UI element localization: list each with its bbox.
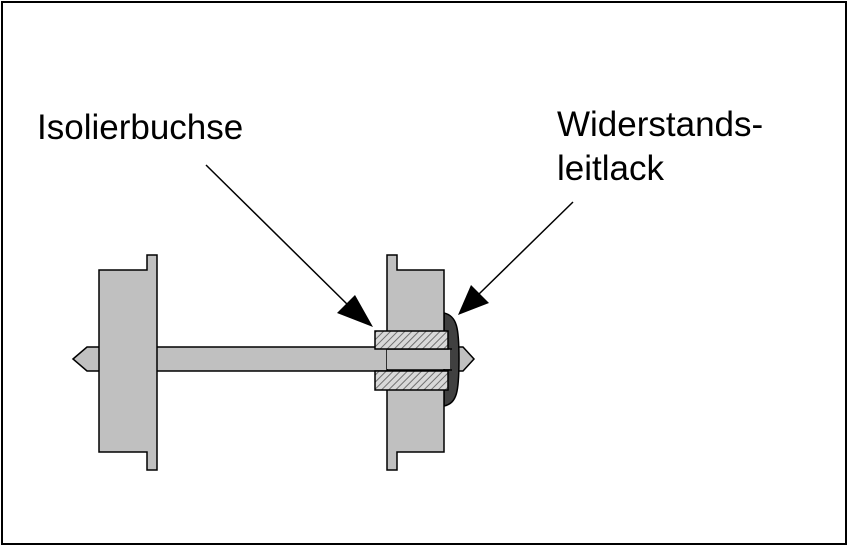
insulating-bushing-lower [374,370,449,391]
label-widerstandsleitlack: Widerstands- leitlack [557,103,763,191]
left-wheel [98,254,158,471]
axle [71,346,476,372]
arrowhead-isolierbuchse [337,295,373,327]
label-widerstandsleitlack-line2: leitlack [557,149,664,188]
label-widerstandsleitlack-line1: Widerstands- [557,105,764,144]
leader-line-isolierbuchse [205,164,351,308]
insulating-bushing-upper [374,330,449,350]
leader-line-widerstandsleitlack [478,201,574,295]
label-isolierbuchse: Isolierbuchse [37,108,244,147]
axle-through-wheel [387,349,450,369]
arrowhead-widerstandsleitlack [458,285,489,315]
